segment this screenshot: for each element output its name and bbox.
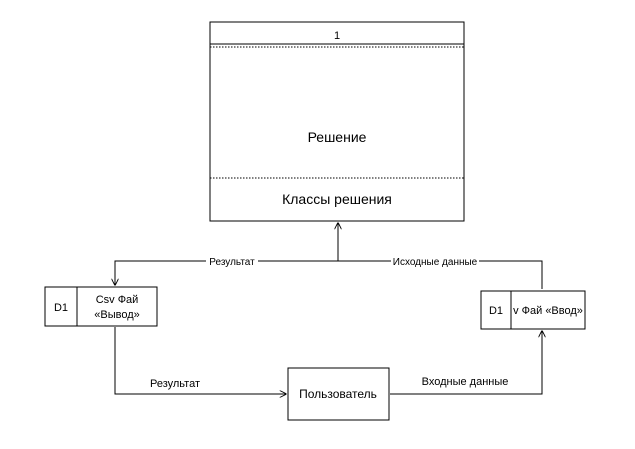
store-input-label: v Фай «Ввод» — [513, 305, 583, 317]
process-number: 1 — [334, 30, 340, 42]
entity-label: Пользователь — [299, 387, 377, 401]
flow-label-bg-source-data — [391, 254, 479, 267]
flow-label-bg-result-top — [206, 254, 258, 267]
data-store-input: D1 v Фай «Ввод» — [480, 290, 586, 330]
flow-label-source-data: Исходные данные — [393, 257, 478, 268]
process-footer: Классы решения — [282, 191, 392, 207]
store-output-label-2: «Вывод» — [94, 309, 140, 321]
flow-label-result-bottom: Результат — [150, 378, 200, 390]
store-output-id: D1 — [54, 302, 68, 314]
flow-input-data-to-input-store — [390, 331, 542, 395]
flow-result-to-output-store — [115, 260, 338, 285]
flow-label-input-data: Входные данные — [422, 376, 509, 388]
process-name: Решение — [308, 129, 367, 145]
flow-label-result-top: Результат — [209, 257, 255, 268]
store-input-id: D1 — [489, 305, 503, 317]
store-output-label-1: Csv Фай — [96, 294, 139, 306]
process-solution: 1 Решение Классы решения — [209, 21, 465, 222]
external-entity-user: Пользователь — [287, 367, 390, 421]
data-store-output: D1 Csv Фай «Вывод» — [44, 286, 158, 327]
flow-result-to-user — [114, 327, 286, 394]
